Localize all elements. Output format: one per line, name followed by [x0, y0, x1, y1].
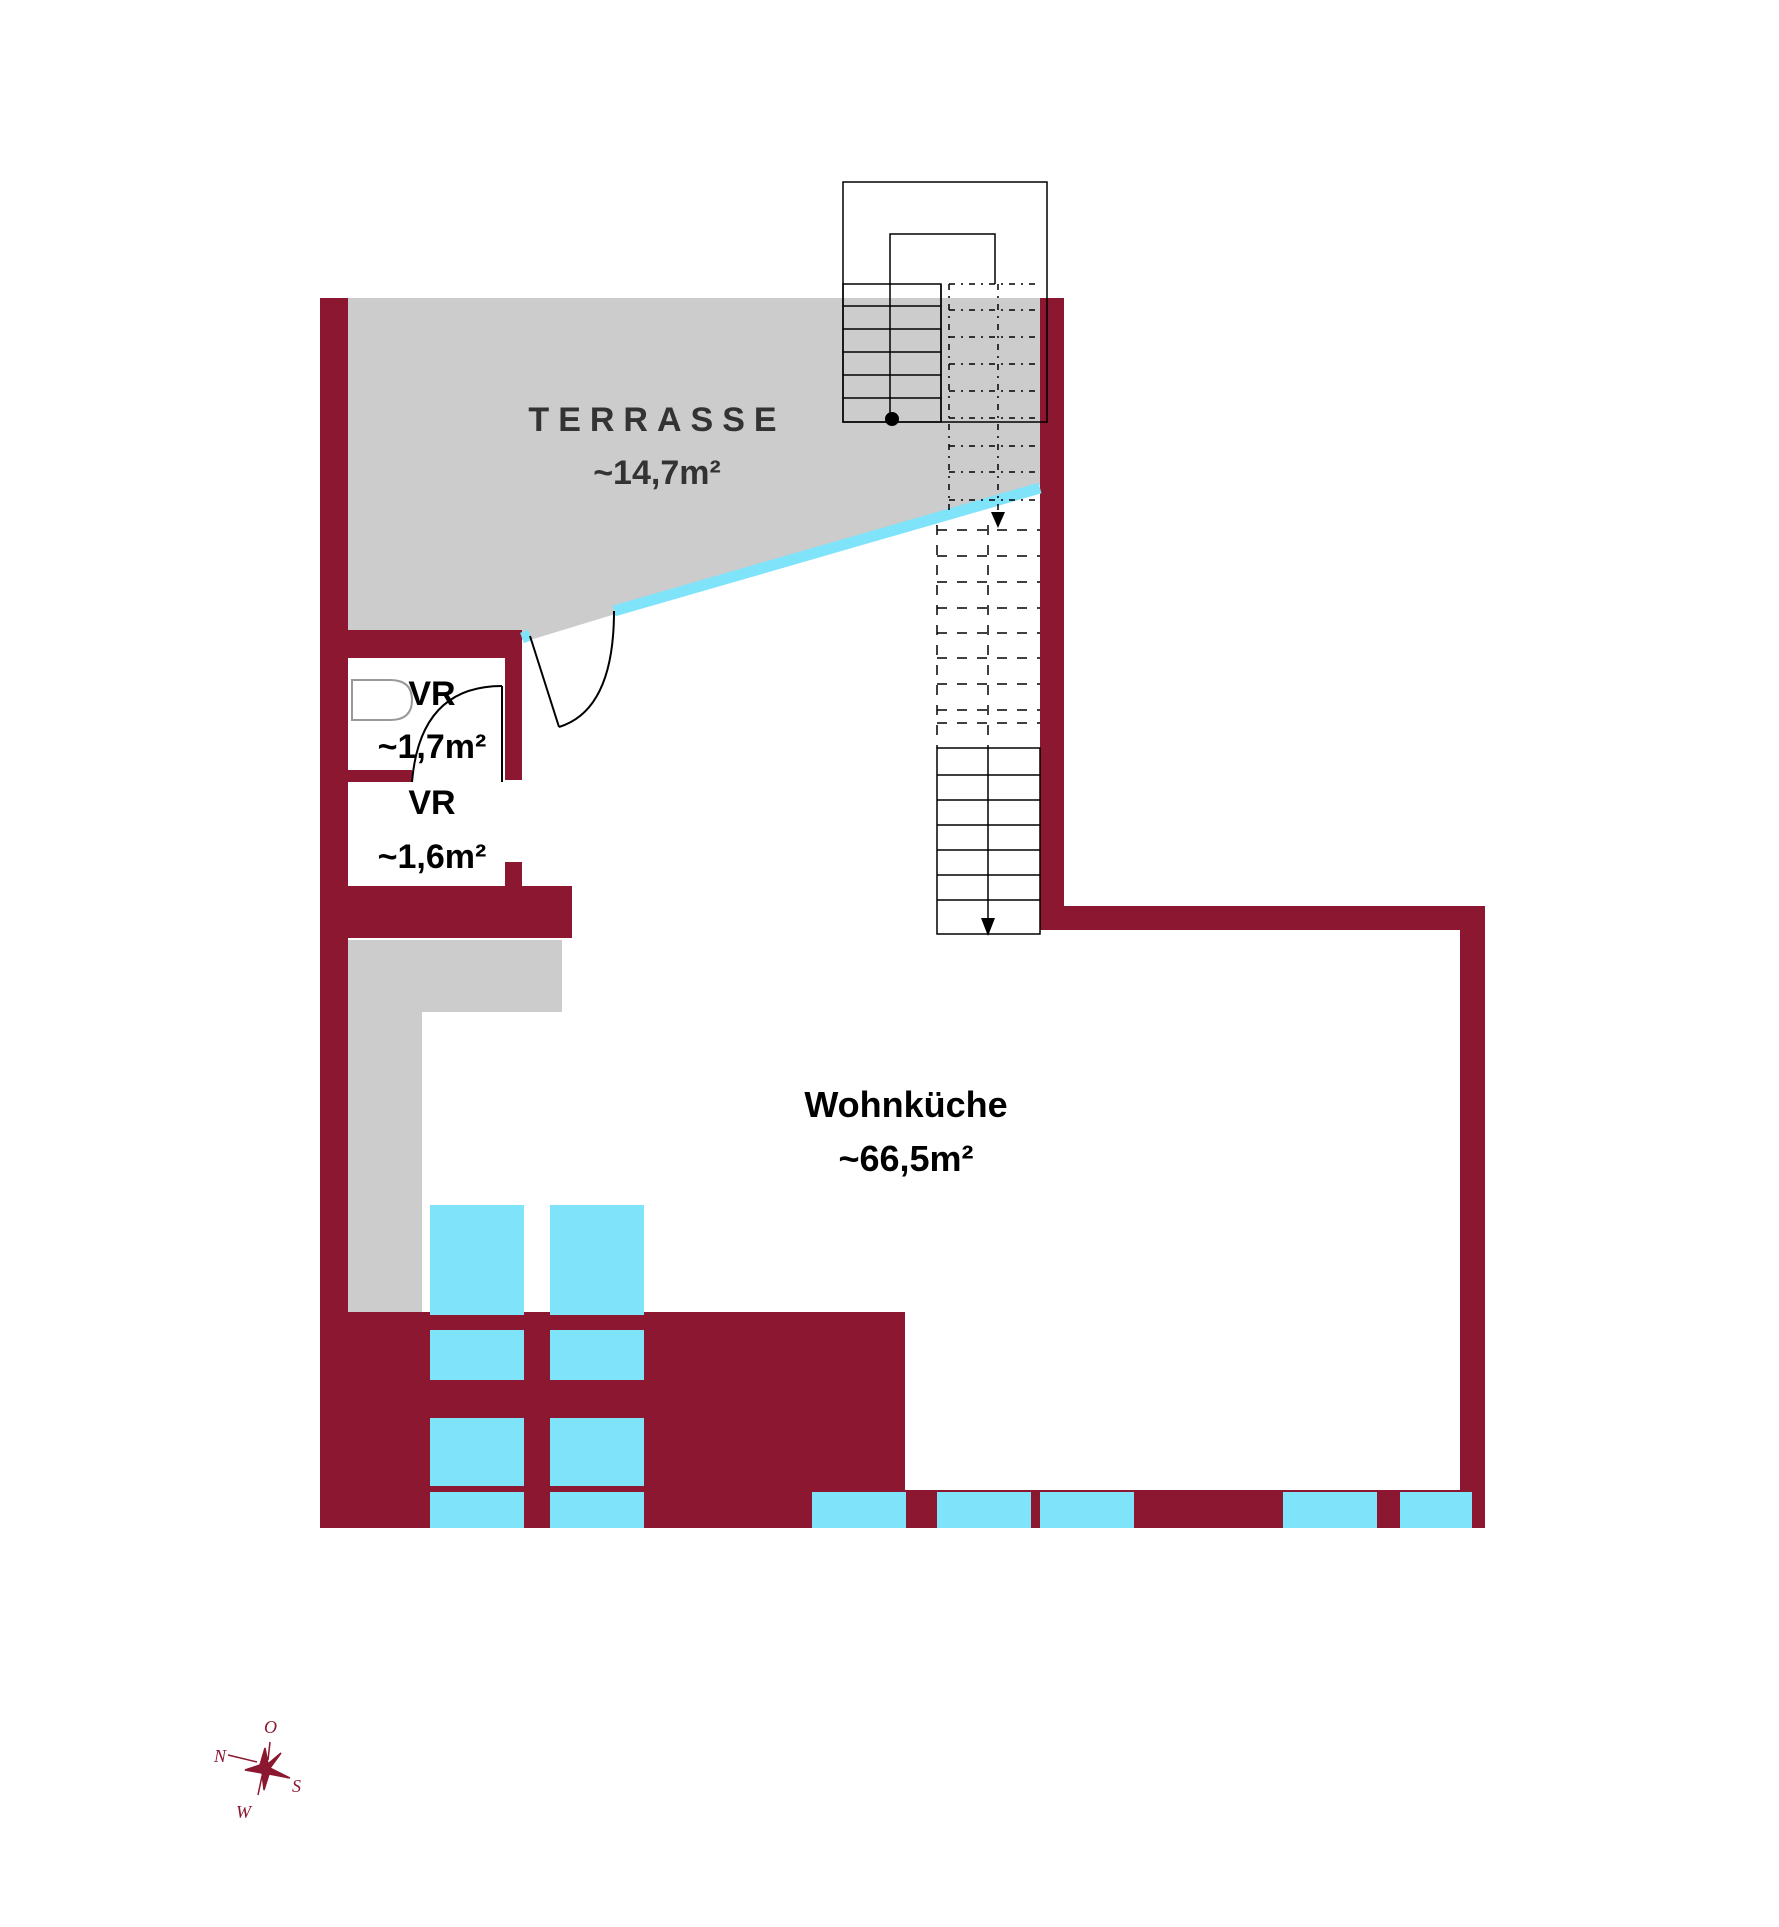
compass-star-icon — [227, 1741, 291, 1796]
wall-right-upper — [1040, 298, 1064, 930]
terrace-glass-wall-short — [520, 629, 532, 644]
wc-door-jamb — [505, 862, 522, 890]
vr2-label: VR — [408, 784, 455, 822]
vr2-area-label: ~1,6m² — [378, 838, 487, 876]
wall-right-lower — [1460, 906, 1485, 1528]
vr1-area-label: ~1,7m² — [378, 728, 487, 766]
wc-divider-wall — [320, 770, 412, 782]
stair-arrow-lower — [981, 918, 995, 936]
upper-staircase — [842, 181, 1048, 423]
window — [937, 1492, 1031, 1528]
window — [1400, 1492, 1472, 1528]
stair-start-dot — [885, 412, 899, 426]
window — [430, 1492, 524, 1528]
window — [1040, 1492, 1134, 1528]
stair-flight-hidden — [948, 283, 1040, 514]
compass-west: W — [236, 1802, 253, 1822]
compass-north: N — [213, 1746, 227, 1766]
vr1-label: VR — [408, 675, 455, 713]
stair-flight-solid — [936, 747, 1041, 935]
wc-door — [411, 685, 503, 783]
window — [550, 1492, 644, 1528]
compass-east: O — [264, 1717, 277, 1737]
window — [430, 1205, 524, 1315]
wall-middle-horizontal — [1040, 906, 1485, 930]
window — [550, 1330, 644, 1380]
terrace-door — [529, 610, 615, 728]
windows — [430, 1205, 1472, 1528]
wc-bottom-wall — [320, 886, 572, 938]
window — [550, 1205, 644, 1315]
wc-right-wall — [505, 630, 522, 780]
terrace-label: TERRASSE — [528, 401, 785, 439]
stair-arrow-upper — [991, 512, 1005, 528]
window — [430, 1418, 524, 1486]
stair-flight-dashed — [936, 525, 1040, 748]
terrace-area-label: ~14,7m² — [593, 454, 721, 492]
window — [1283, 1492, 1377, 1528]
window — [430, 1330, 524, 1380]
window — [812, 1492, 906, 1528]
wc-top-wall — [320, 630, 520, 658]
compass-rose: N O S W — [213, 1717, 301, 1822]
compass-south: S — [292, 1776, 301, 1796]
terrace-glass-wall — [612, 482, 1042, 617]
window — [550, 1418, 644, 1486]
terrace-area — [348, 298, 1040, 640]
toilet-icon — [351, 679, 414, 721]
sloped-area — [348, 940, 562, 1312]
wohnkueche-label: Wohnküche — [804, 1084, 1007, 1125]
wohnkueche-area-label: ~66,5m² — [838, 1138, 973, 1179]
